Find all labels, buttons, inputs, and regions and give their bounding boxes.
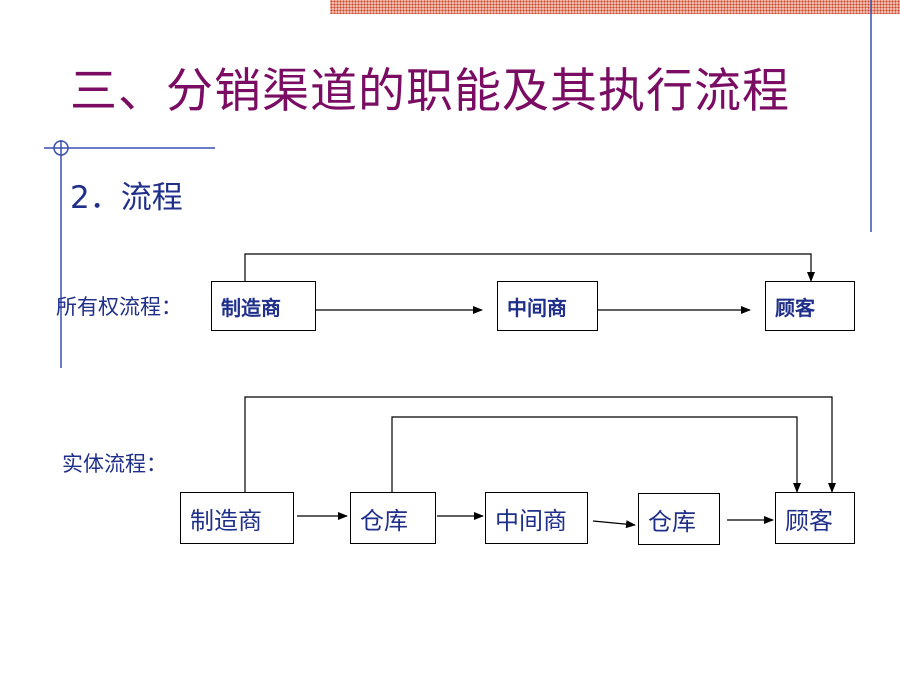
ownership-node-middleman: 中间商 <box>497 281 598 331</box>
slide-subtitle: 2．流程 <box>70 180 183 216</box>
physical-node-customer: 顾客 <box>775 492 855 544</box>
physical-node-warehouse-1: 仓库 <box>350 492 436 544</box>
arrow-phys-middleman-to-warehouse2 <box>592 520 636 529</box>
arrow-phys-warehouse-to-customer-inner <box>391 416 801 493</box>
ownership-node-maker: 制造商 <box>211 281 316 331</box>
top-banner <box>330 0 900 14</box>
physical-flow-label: 实体流程： <box>62 452 167 476</box>
physical-node-middleman: 中间商 <box>485 492 588 544</box>
guide-circle <box>53 140 69 156</box>
slide-title: 三、分销渠道的职能及其执行流程 <box>70 64 790 119</box>
physical-node-maker: 制造商 <box>180 492 294 544</box>
arrow-own-maker-to-customer-top <box>244 253 815 282</box>
arrow-phys-maker-to-customer-outer <box>244 396 836 493</box>
ownership-node-customer: 顾客 <box>765 281 855 331</box>
physical-node-warehouse-2: 仓库 <box>638 493 720 545</box>
ownership-flow-label: 所有权流程： <box>56 295 182 319</box>
